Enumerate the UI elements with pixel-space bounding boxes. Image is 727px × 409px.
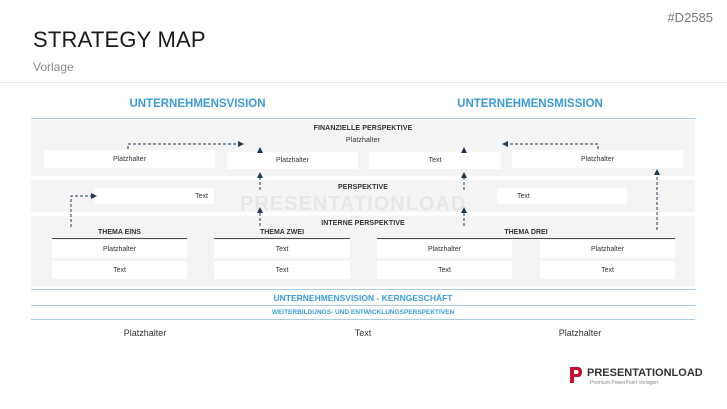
perspective-box-right: Text xyxy=(497,188,627,204)
financial-top-line xyxy=(31,118,695,119)
perspective-box-left: Text xyxy=(95,188,214,204)
core-middle-line xyxy=(31,305,695,306)
internal-box-r1c3: Platzhalter xyxy=(377,240,512,258)
internal-box-r2c3: Text xyxy=(377,261,512,279)
internal-box-r1c1: Platzhalter xyxy=(52,240,187,258)
financial-box-4: Platzhalter xyxy=(512,150,683,168)
financial-center-text: Platzhalter xyxy=(345,137,381,144)
logo-tagline: Premium PowerPoint Vorlagen xyxy=(590,380,659,386)
watermark-text: PRESENTATIONLOAD xyxy=(240,193,467,215)
financial-title: FINANZIELLE PERSPEKTIVE xyxy=(313,125,413,132)
development-line xyxy=(31,319,695,320)
internal-box-r2c2: Text xyxy=(214,261,350,279)
presentationload-logo-icon xyxy=(570,367,582,383)
bottom-text-3: Platzhalter xyxy=(558,328,602,338)
bottom-text-1: Platzhalter xyxy=(123,328,167,338)
theme-one-line xyxy=(52,238,187,239)
core-heading: UNTERNEHMENSVISION - KERNGESCHÄFT xyxy=(273,293,453,303)
theme-one-label: THEMA EINS xyxy=(98,229,141,236)
theme-two-label: THEMA ZWEI xyxy=(259,229,305,236)
theme-three-label: THEMA DREI xyxy=(504,229,548,236)
internal-box-r1c2: Text xyxy=(214,240,350,258)
logo-name: PRESENTATIONLOAD xyxy=(587,367,703,379)
financial-box-1: Platzhalter xyxy=(44,150,215,168)
internal-box-r2c1: Text xyxy=(52,261,187,279)
slide-subtitle: Vorlage xyxy=(33,60,74,74)
core-top-line xyxy=(31,289,695,290)
internal-box-r2c4: Text xyxy=(540,261,675,279)
arrow-box4-to-center xyxy=(502,141,599,149)
development-heading: WEITERBILDUNGS- UND ENTWICKLUNGSPERSPEKT… xyxy=(271,309,455,316)
financial-box-3: Text xyxy=(369,152,501,169)
arrow-internal-to-perspective-left xyxy=(70,193,97,227)
perspective-title: PERSPEKTIVE xyxy=(337,184,389,191)
header-divider xyxy=(0,82,727,83)
theme-two-line xyxy=(214,238,350,239)
vision-heading: UNTERNEHMENSVISION xyxy=(129,98,266,110)
product-code: #D2585 xyxy=(667,10,713,25)
internal-title: INTERNE PERSPEKTIVE xyxy=(321,220,405,227)
bottom-text-2: Text xyxy=(354,328,372,338)
internal-box-r1c4: Platzhalter xyxy=(540,240,675,258)
mission-heading: UNTERNEHMENSMISSION xyxy=(457,98,603,110)
financial-box-2: Platzhalter xyxy=(227,152,358,169)
slide-title: STRATEGY MAP xyxy=(33,27,206,52)
theme-three-line xyxy=(377,238,675,239)
arrow-box1-to-center xyxy=(127,141,244,149)
